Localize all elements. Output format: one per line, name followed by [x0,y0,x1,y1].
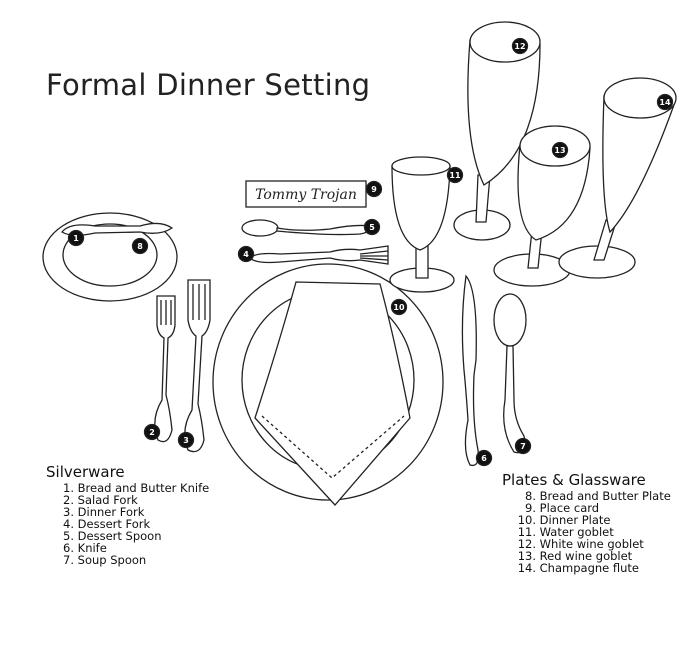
legend-item: 12. White wine goblet [517,537,644,551]
svg-text:6: 6 [481,454,487,463]
svg-text:9: 9 [371,185,377,194]
badge-13: 13 [551,141,569,159]
badge-1: 1 [67,229,85,247]
svg-text:3: 3 [183,436,189,445]
badge-6: 6 [475,449,493,467]
svg-text:11: 11 [449,171,461,180]
water-goblet [389,156,455,293]
badge-5: 5 [363,218,381,236]
page-title: Formal Dinner Setting [46,68,371,102]
svg-text:2: 2 [149,428,155,437]
legend-item: 5. Dessert Spoon [63,529,162,543]
badge-8: 8 [131,237,149,255]
dessert-fork [249,245,389,265]
champagne-flute [558,77,677,279]
number-badges: 1 2 3 4 5 6 7 8 9 10 11 12 13 14 [67,37,674,467]
soup-spoon [493,293,527,454]
badge-7: 7 [514,437,532,455]
badge-4: 4 [237,245,255,263]
svg-text:12: 12 [514,42,525,51]
badge-9: 9 [365,180,383,198]
badge-11: 11 [446,166,464,184]
legend-item: 10. Dinner Plate [517,513,611,527]
place-card: Tommy Trojan [245,180,367,208]
svg-text:4: 4 [243,250,249,259]
svg-text:1: 1 [73,234,79,243]
badge-12: 12 [511,37,529,55]
legend-item: 7. Soup Spoon [63,553,147,567]
plates-glassware-legend: Plates & Glassware 8. Bread and Butter P… [502,471,671,575]
napkin [254,281,411,506]
legend-item: 9. Place card [525,501,600,515]
legend-item: 4. Dessert Fork [63,517,151,531]
badge-2: 2 [143,423,161,441]
legend-item: 13. Red wine goblet [517,549,633,563]
place-card-name: Tommy Trojan [255,187,357,203]
legend-item: 14. Champagne flute [517,561,640,575]
red-wine-goblet [493,125,591,287]
silverware-heading: Silverware [46,463,125,481]
silverware-legend: Silverware 1. Bread and Butter Knife 2. … [46,463,210,567]
svg-text:7: 7 [520,442,526,451]
svg-text:10: 10 [393,303,405,312]
legend-item: 1. Bread and Butter Knife [63,481,210,495]
plates-heading: Plates & Glassware [502,471,646,489]
svg-text:14: 14 [659,98,671,107]
salad-fork [154,295,176,443]
badge-3: 3 [177,431,195,449]
legend-item: 3. Dinner Fork [63,505,145,519]
dinner-fork [184,279,211,453]
dessert-spoon [241,219,371,237]
legend-item: 8. Bread and Butter Plate [525,489,671,503]
legend-item: 6. Knife [63,541,107,555]
svg-text:8: 8 [137,242,143,251]
svg-text:5: 5 [369,223,375,232]
legend-item: 11. Water goblet [517,525,614,539]
badge-14: 14 [656,93,674,111]
svg-text:13: 13 [554,146,565,155]
knife [461,274,479,467]
legend-item: 2. Salad Fork [63,493,138,507]
white-wine-goblet [453,21,541,241]
butter-knife [61,222,174,236]
badge-10: 10 [390,298,408,316]
